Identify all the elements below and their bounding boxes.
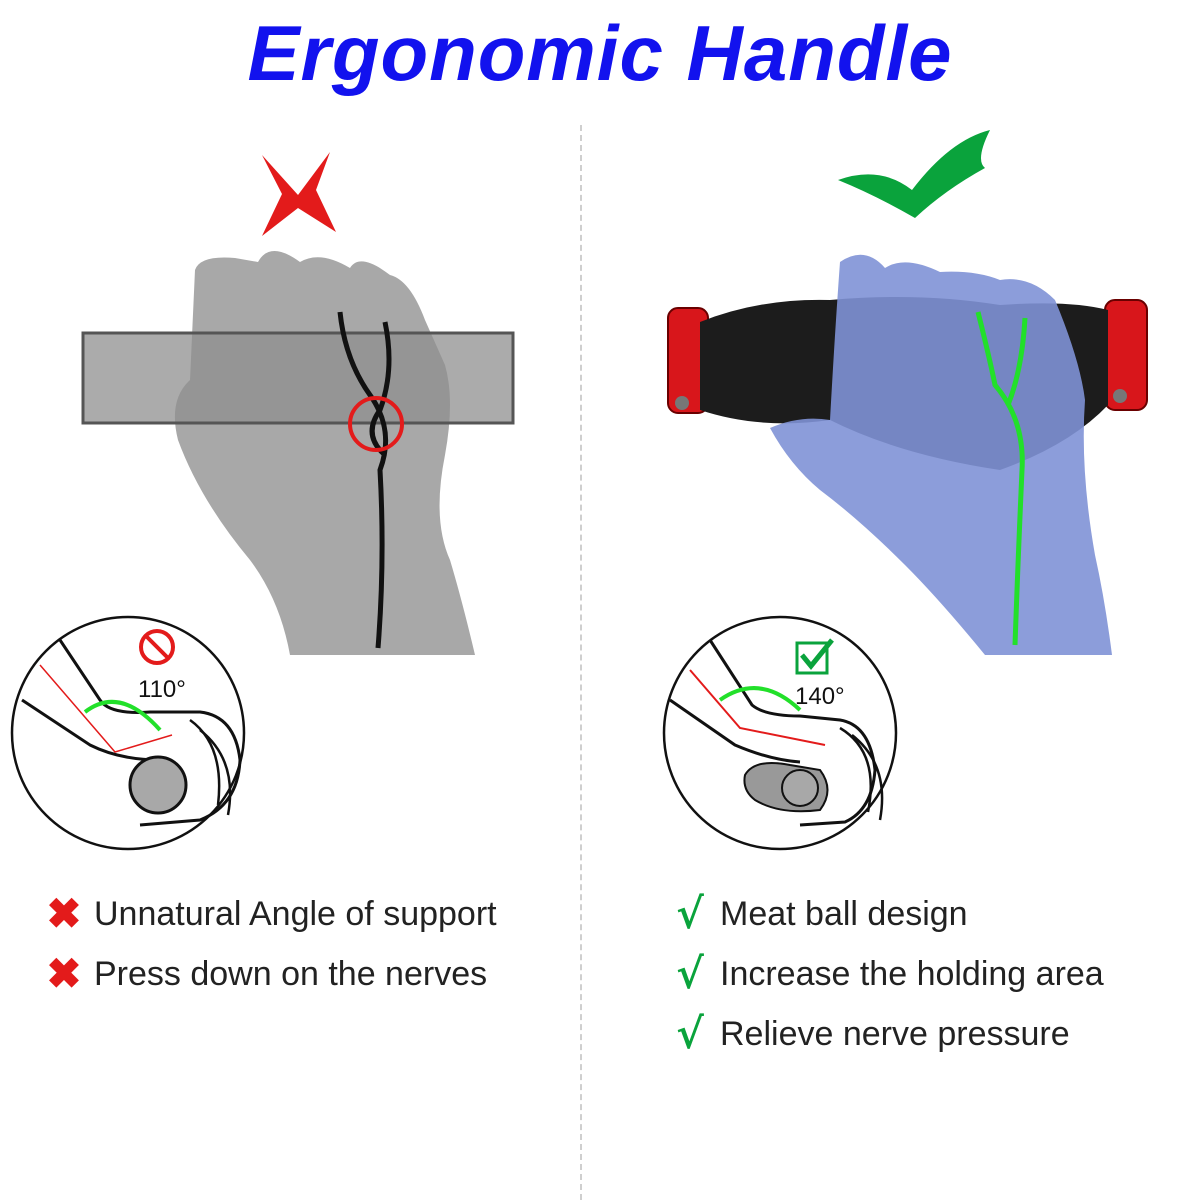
feature-text: Relieve nerve pressure	[720, 1014, 1070, 1053]
good-angle-label: 140°	[795, 683, 845, 710]
prohibited-icon	[139, 629, 175, 665]
feature-text: Press down on the nerves	[94, 954, 488, 993]
feature-text: Meat ball design	[720, 894, 968, 933]
good-angle-diagram	[662, 615, 898, 851]
page-title: Ergonomic Handle	[247, 9, 953, 97]
list-item: √ Meat ball design	[670, 884, 1104, 944]
list-item: ✖ Unnatural Angle of support	[44, 884, 497, 944]
list-item: ✖ Press down on the nerves	[44, 944, 497, 1004]
feature-text: Increase the holding area	[720, 954, 1104, 993]
good-hand-illustration	[667, 254, 1148, 655]
list-item: √ Relieve nerve pressure	[670, 1004, 1104, 1064]
bad-angle-label: 110°	[138, 676, 186, 703]
check-icon: √	[676, 1009, 704, 1058]
good-feature-list: √ Meat ball design √ Increase the holdin…	[670, 884, 1104, 1064]
cross-icon: ✖	[46, 950, 82, 997]
red-cross-icon	[262, 152, 336, 236]
bad-hand-illustration	[81, 251, 515, 655]
bad-angle-diagram	[10, 615, 246, 851]
check-icon: √	[676, 949, 704, 998]
check-icon: √	[676, 889, 704, 938]
bad-feature-list: ✖ Unnatural Angle of support ✖ Press dow…	[44, 884, 497, 1004]
green-check-icon	[838, 130, 990, 218]
cross-icon: ✖	[46, 890, 82, 937]
list-item: √ Increase the holding area	[670, 944, 1104, 1004]
feature-text: Unnatural Angle of support	[94, 894, 497, 933]
checked-box-icon	[795, 638, 834, 675]
center-divider	[580, 125, 582, 1200]
